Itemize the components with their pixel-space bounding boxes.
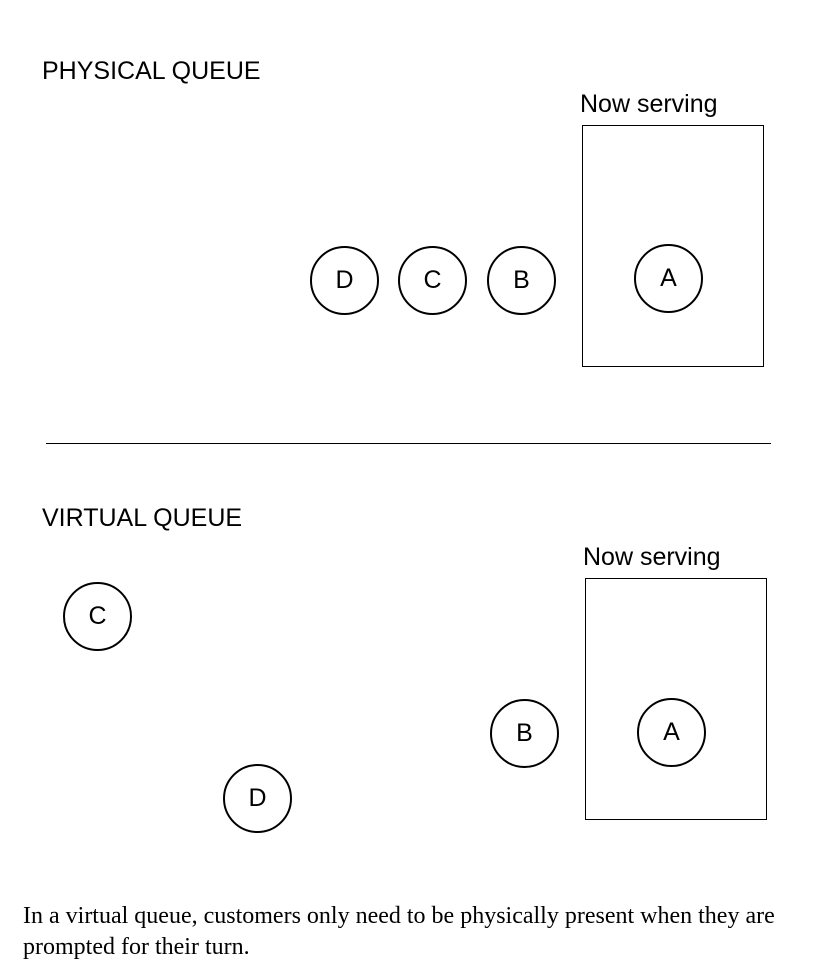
physical-customer-d: D [310, 246, 379, 315]
physical-queue-title: PHYSICAL QUEUE [42, 57, 261, 85]
physical-serving-box [582, 125, 764, 367]
virtual-customer-c: C [63, 582, 132, 651]
virtual-queue-title: VIRTUAL QUEUE [42, 504, 243, 532]
physical-customer-c: C [398, 246, 467, 315]
physical-now-serving-label: Now serving [580, 90, 718, 118]
physical-customer-b: B [487, 246, 556, 315]
virtual-serving-box [585, 578, 767, 820]
virtual-customer-b: B [490, 699, 559, 768]
caption: In a virtual queue, customers only need … [23, 903, 775, 960]
virtual-now-serving-label: Now serving [583, 543, 721, 571]
section-divider [46, 443, 771, 444]
virtual-customer-d: D [223, 764, 292, 833]
physical-customer-a: A [634, 244, 703, 313]
virtual-customer-a: A [637, 698, 706, 767]
